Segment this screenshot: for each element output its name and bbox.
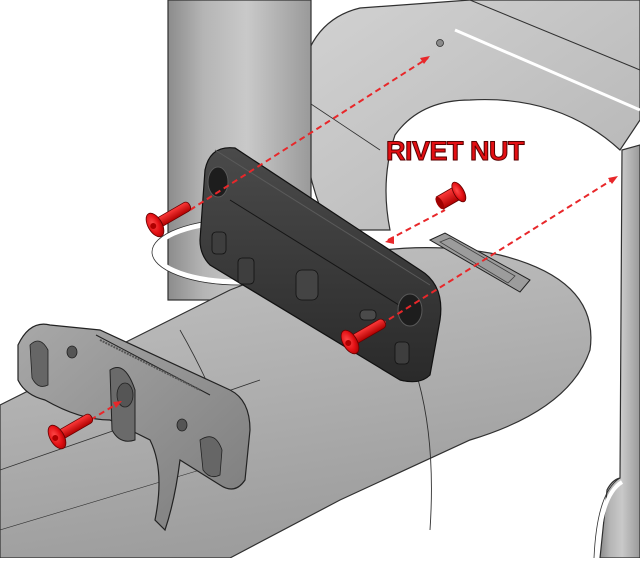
curved-upper-arm [299, 0, 640, 231]
screw-left [145, 201, 192, 238]
screw-right [340, 318, 387, 355]
vertical-tube-right [593, 144, 640, 559]
screw-lower [47, 413, 94, 450]
rivet-nut [435, 181, 467, 210]
lower-bracket-gray [17, 323, 251, 532]
rivet-nut-callout: RIVET NUT [385, 136, 525, 167]
embossed-logo-plate [428, 232, 531, 293]
explode-lines [81, 57, 616, 426]
arrowheads [113, 56, 618, 408]
